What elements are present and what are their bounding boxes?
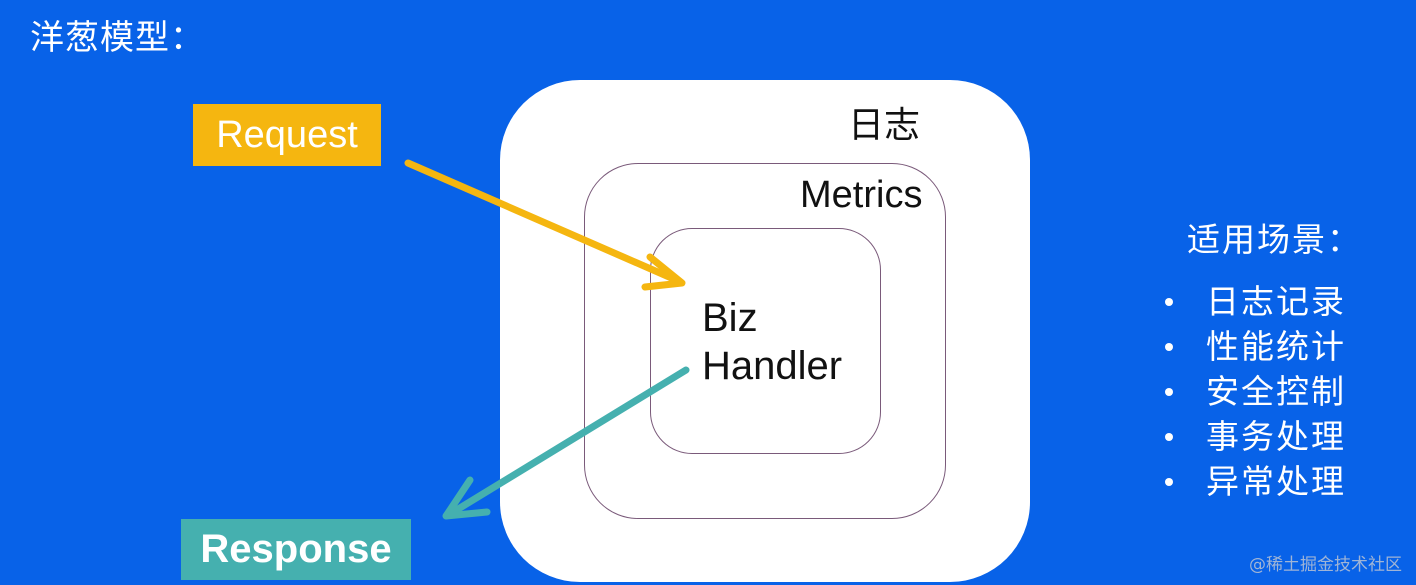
bullet-icon [1165, 387, 1173, 396]
list-item: 日志记录 [1165, 279, 1362, 324]
list-item: 安全控制 [1165, 369, 1362, 414]
inner-layer-label: Biz Handler [702, 294, 842, 390]
bullet-icon [1165, 342, 1173, 351]
list-item: 性能统计 [1165, 324, 1362, 369]
watermark: @稀土掘金技术社区 [1249, 555, 1402, 575]
list-item: 事务处理 [1165, 414, 1362, 459]
request-tag: Request [193, 104, 381, 166]
scenarios-panel: 适用场景： 日志记录 性能统计 安全控制 事务处理 异常处理 [1165, 213, 1362, 504]
bullet-icon [1165, 297, 1173, 306]
bullet-icon [1165, 432, 1173, 441]
diagram-title: 洋葱模型： [30, 18, 205, 58]
request-arrow [404, 159, 686, 291]
response-arrow [442, 366, 690, 520]
response-tag: Response [181, 519, 411, 580]
scenarios-title: 适用场景： [1187, 220, 1362, 259]
scenarios-list: 日志记录 性能统计 安全控制 事务处理 异常处理 [1165, 279, 1362, 504]
middle-layer-label: Metrics [800, 174, 923, 216]
list-item: 异常处理 [1165, 459, 1362, 504]
inner-layer-label-line2: Handler [702, 344, 843, 388]
inner-layer-biz-handler [650, 228, 881, 454]
outer-layer-label: 日志 [848, 105, 921, 146]
inner-layer-label-line1: Biz [702, 296, 758, 340]
bullet-icon [1165, 477, 1173, 486]
middle-layer-metrics [584, 163, 946, 519]
